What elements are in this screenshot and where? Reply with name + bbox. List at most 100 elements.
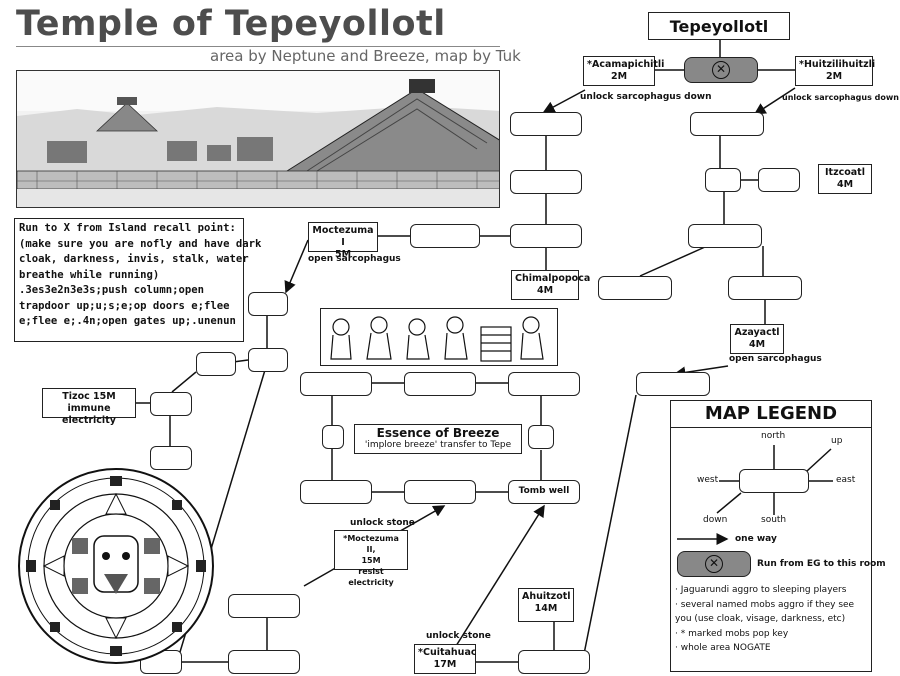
room (518, 650, 590, 674)
mob-huitzilihuitzli: *Huitzilihuitzli 2M (795, 56, 876, 86)
room (508, 372, 580, 396)
close-icon: ✕ (705, 555, 723, 573)
mob-tizoc: Tizoc 15M immune electricity (42, 388, 136, 426)
instruction-line: e;flee e;.4n;open gates up;.unenun (19, 315, 236, 327)
room (228, 650, 300, 674)
instruction-line: trapdoor up;u;s;e;op doors e;flee (19, 299, 230, 312)
azayactl-note: open sarcophagus (729, 354, 822, 364)
moctezuma2-above: unlock stone (350, 518, 415, 528)
mob-name: Azayactl (734, 327, 780, 338)
room (322, 425, 344, 449)
room (528, 425, 554, 449)
room (196, 352, 236, 376)
room (688, 224, 762, 248)
tepeyollotl-box: Tepeyollotl (648, 12, 790, 40)
recall-room: ✕ (684, 57, 758, 83)
mob-level: 2M (825, 71, 843, 82)
instruction-line: .3es3e2n3e3s;push column;open (19, 284, 204, 296)
run-instructions: Run to X from Island recall point: (make… (14, 218, 262, 342)
cuitahuac-above: unlock stone (426, 631, 491, 641)
mob-name: Ahuitzotl (522, 591, 571, 602)
mob-name: *Cuitahuac (418, 647, 477, 658)
mob-moctezuma2: *Moctezuma II, 15M resist electricity (334, 530, 408, 587)
mob-name: Chimalpopoca (515, 273, 591, 284)
room (228, 594, 300, 618)
sun-stone-illustration (18, 468, 214, 664)
room (705, 168, 741, 192)
legend-room (739, 469, 809, 493)
legend-up: up (831, 436, 843, 446)
instruction-line: Run to X from Island recall point: (19, 222, 236, 234)
mob-name: *Moctezuma II, (343, 534, 399, 554)
legend-compass (677, 445, 833, 545)
mob-acamapichitli: *Acamapichitli 2M (583, 56, 665, 86)
legend-note: you (use cloak, visage, darkness, etc) (675, 614, 846, 624)
room (300, 372, 372, 396)
room (150, 392, 192, 416)
mob-cuitahuac: *Cuitahuac 17M (414, 644, 476, 674)
tomb-well-room: Tomb well (508, 480, 580, 504)
mob-moctezuma1: Moctezuma I 5M (308, 222, 378, 260)
huitzilihuitzli-note: unlock sarcophagus down (782, 93, 899, 102)
legend-note: · * marked mobs pop key (675, 628, 789, 639)
room (690, 112, 764, 136)
legend-one-way: one way (735, 534, 777, 544)
room (758, 168, 800, 192)
temple-illustration (16, 70, 500, 208)
room (404, 480, 476, 504)
aztec-glyph-illustration (320, 308, 558, 366)
mob-name: Itzcoatl (825, 167, 865, 178)
mob-azayactl: Azayactl 4M (730, 324, 784, 354)
acamapichitli-note: unlock sarcophagus down (580, 92, 712, 102)
room (510, 224, 582, 248)
room (510, 112, 582, 136)
room (248, 348, 288, 372)
mob-name: *Huitzilihuitzli (799, 59, 876, 70)
room (510, 170, 582, 194)
close-icon: ✕ (712, 61, 730, 79)
moctezuma1-note: open sarcophagus (308, 254, 401, 264)
legend-east: east (836, 475, 856, 485)
legend-note: · Jaguarundi aggro to sleeping players (675, 585, 847, 595)
mob-level: 4M (748, 339, 766, 350)
mob-level: 15M (361, 556, 381, 565)
mob-level: 14M (534, 603, 558, 614)
mob-name: Tizoc 15M (62, 391, 116, 402)
map-legend: MAP LEGEND north up west east down south… (670, 400, 886, 672)
room (300, 480, 372, 504)
instruction-line: (make sure you are nofly and have dark (19, 237, 262, 250)
mob-ahuitzotl: Ahuitzotl 14M (518, 588, 574, 622)
essence-of-breeze: Essence of Breeze 'implore breeze' trans… (354, 424, 522, 454)
legend-south: south (761, 515, 787, 525)
essence-name: Essence of Breeze (376, 426, 500, 440)
room (248, 292, 288, 316)
legend-north: north (761, 431, 786, 441)
mob-itzcoatl: Itzcoatl 4M (818, 164, 872, 194)
mob-level: 4M (836, 179, 854, 190)
mob-note: resist electricity (348, 567, 394, 587)
legend-west: west (697, 475, 719, 485)
essence-instruction: 'implore breeze' transfer to Tepe (364, 440, 512, 450)
legend-notes: · Jaguarundi aggro to sleeping players ·… (675, 583, 854, 656)
legend-recall-room: ✕ (677, 551, 751, 577)
instruction-line: cloak, darkness, invis, stalk, water (19, 253, 249, 265)
mob-level: 4M (536, 285, 554, 296)
legend-note: · several named mobs aggro if they see (675, 599, 855, 610)
instruction-line: breathe while running) (19, 268, 160, 281)
legend-down: down (703, 515, 728, 525)
room (410, 224, 480, 248)
mob-name: *Acamapichitli (587, 59, 665, 70)
title-divider (16, 46, 500, 47)
page-subtitle: area by Neptune and Breeze, map by Tuk (210, 47, 521, 65)
mob-note: immune electricity (62, 403, 116, 426)
room (404, 372, 476, 396)
legend-title: MAP LEGEND (671, 401, 871, 428)
room (728, 276, 802, 300)
mob-level: 5M (334, 249, 352, 260)
legend-note: · whole area NOGATE (675, 643, 771, 653)
mob-level: 17M (433, 659, 457, 670)
mob-level: 2M (610, 71, 628, 82)
mob-chimalpopoca: Chimalpopoca 4M (511, 270, 591, 300)
room (636, 372, 710, 396)
page-title: Temple of Tepeyollotl (16, 4, 446, 44)
